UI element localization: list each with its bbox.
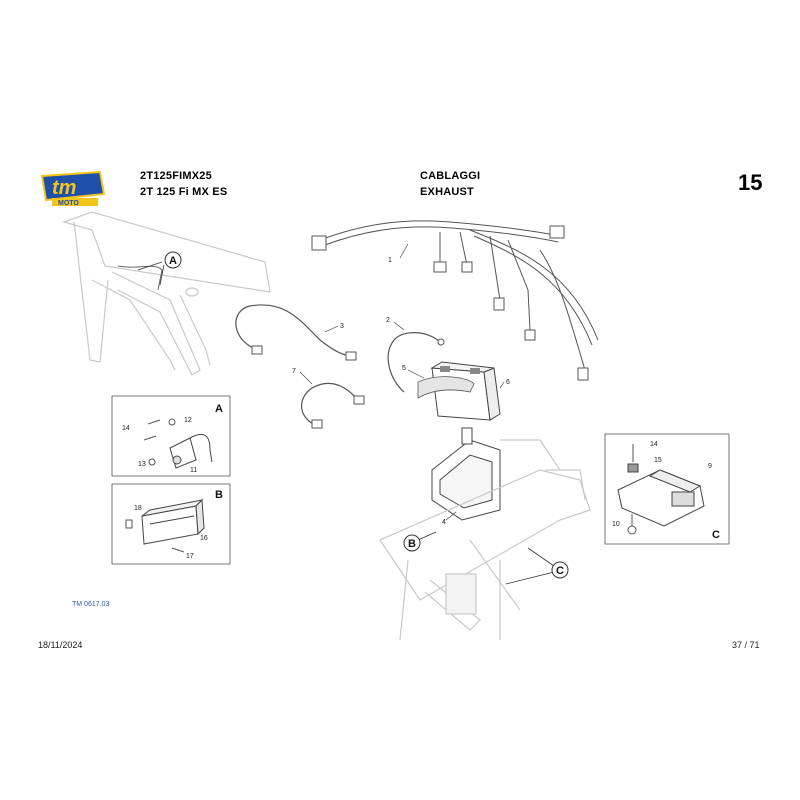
footer-page: 37 / 71 bbox=[732, 640, 760, 650]
model-code: 2T125FIMX25 bbox=[140, 170, 212, 182]
brand-logo: tm MOTO bbox=[38, 170, 108, 208]
callout-18: 18 bbox=[134, 505, 142, 512]
ecu-unit bbox=[617, 469, 705, 527]
callout-17: 17 bbox=[186, 553, 194, 560]
callout-14a: 12 bbox=[184, 417, 192, 424]
callout-3: 3 bbox=[340, 323, 344, 330]
svg-text:MOTO: MOTO bbox=[58, 200, 79, 207]
callout-4: 7 bbox=[292, 368, 296, 375]
diagram-reference-code: TM 0617.03 bbox=[72, 601, 110, 608]
callout-10: 14 bbox=[650, 441, 658, 448]
ignition-coil bbox=[169, 434, 213, 469]
detail-c-label: C bbox=[712, 529, 720, 541]
callout-9: 9 bbox=[708, 463, 712, 470]
callout-1: 1 bbox=[388, 257, 392, 264]
tm-moto-logo-icon: tm MOTO bbox=[40, 170, 106, 207]
pointer-a-circle bbox=[164, 251, 182, 269]
callout-11: 15 bbox=[654, 457, 662, 464]
callout-13: 11 bbox=[190, 467, 197, 474]
callout-12: 10 bbox=[612, 521, 620, 528]
detail-box-a bbox=[111, 395, 231, 477]
svg-text:tm: tm bbox=[52, 177, 76, 199]
frame-ghost-right bbox=[379, 439, 591, 641]
callout-14b: 13 bbox=[138, 461, 146, 468]
model-name: 2T 125 Fi MX ES bbox=[140, 186, 228, 198]
cable-3 bbox=[235, 304, 353, 357]
section-title-it: CABLAGGI bbox=[420, 170, 481, 182]
section-title-en: EXHAUST bbox=[420, 186, 474, 198]
callout-2: 2 bbox=[386, 317, 390, 324]
detail-a-label: A bbox=[215, 403, 223, 415]
voltage-regulator bbox=[141, 498, 205, 545]
callout-16: 16 bbox=[200, 535, 208, 542]
pointer-c-label: C bbox=[556, 565, 564, 577]
detail-b-label: B bbox=[215, 489, 223, 501]
pointer-b-circle bbox=[403, 534, 421, 552]
page-section-number: 15 bbox=[738, 170, 763, 195]
callout-5: 5 bbox=[402, 365, 406, 372]
battery-strap bbox=[417, 376, 475, 399]
battery bbox=[430, 361, 501, 421]
callout-15: 14 bbox=[122, 425, 130, 432]
cable-4 bbox=[301, 382, 359, 427]
footer-date: 18/11/2024 bbox=[38, 640, 83, 650]
main-harness bbox=[319, 220, 599, 371]
pointer-c-circle bbox=[551, 561, 569, 579]
pointer-a-label: A bbox=[169, 255, 177, 267]
callout-7: 4 bbox=[442, 519, 446, 526]
frame-ghost-left bbox=[62, 211, 271, 376]
pointer-b-label: B bbox=[408, 538, 416, 550]
cable-2 bbox=[387, 332, 441, 393]
callout-6: 6 bbox=[506, 379, 510, 386]
battery-box bbox=[431, 427, 501, 521]
